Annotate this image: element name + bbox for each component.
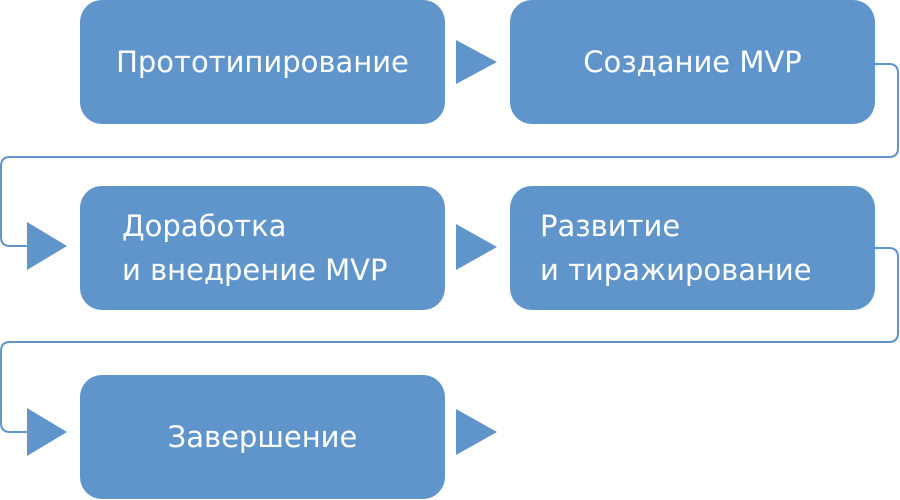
step-label-line2: и внедрение MVP	[122, 253, 388, 287]
arrow-icon	[27, 408, 67, 456]
arrow-icon	[456, 40, 497, 84]
arrow-icon	[456, 409, 497, 455]
step-mvp-creation: Создание MVP	[510, 0, 875, 124]
step-prototyping: Прототипирование	[80, 0, 445, 124]
step-label-line1: Развитие	[540, 209, 681, 243]
step-label: Создание MVP	[583, 45, 802, 79]
arrow-icon	[27, 222, 67, 270]
step-label: Прототипирование	[116, 45, 409, 79]
step-label-line2: и тиражирование	[540, 253, 812, 287]
step-label-line1: Доработка	[122, 209, 287, 243]
arrow-icon	[456, 224, 497, 270]
connector-row1-to-row2	[0, 63, 899, 247]
connector-row2-to-row3	[0, 247, 899, 433]
step-mvp-refinement: Доработка и внедрение MVP	[80, 186, 445, 310]
step-development: Развитие и тиражирование	[510, 186, 875, 310]
step-label: Завершение	[167, 420, 358, 454]
step-completion: Завершение	[80, 375, 445, 499]
